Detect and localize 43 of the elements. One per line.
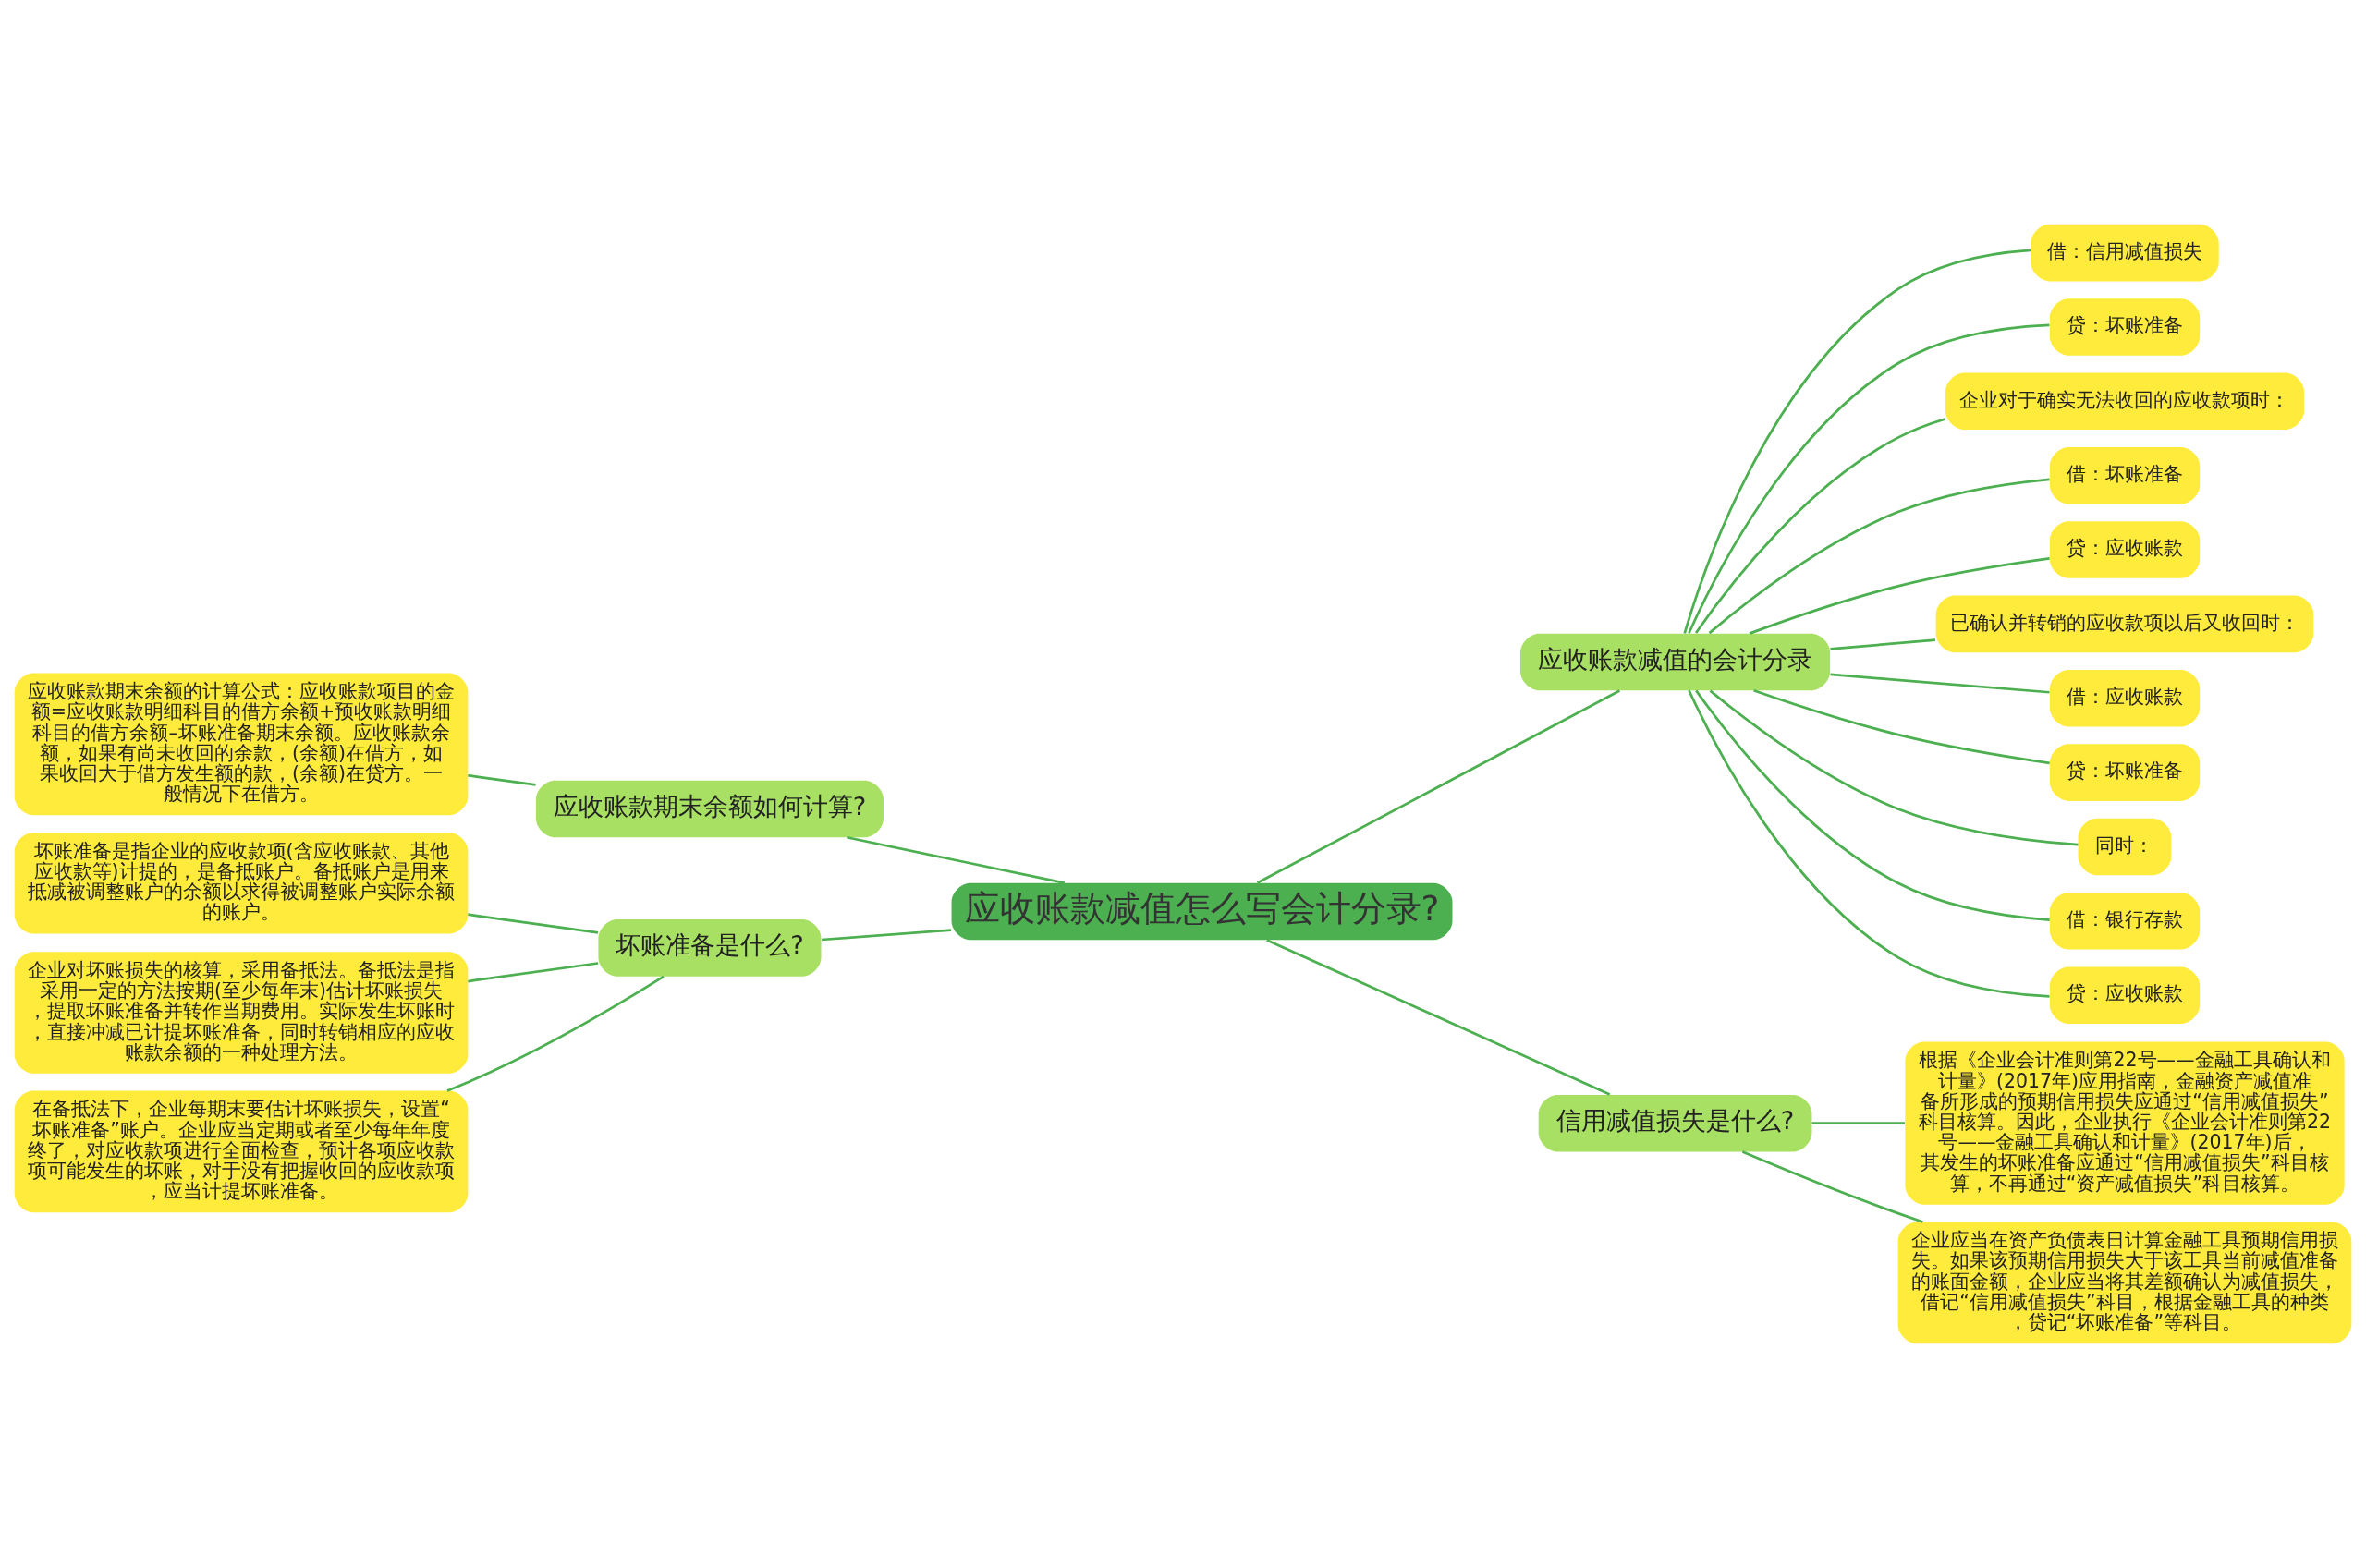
node-box: 借：坏账准备 — [2049, 446, 2201, 504]
node-box: 企业对于确实无法收回的应收款项时： — [1945, 372, 2305, 431]
node-box: 在备抵法下，企业每期末要估计坏账损失，设置“坏账准备”账户。企业应当定期或者至少每年年度终了，对应收款项进行全面检查，预计各项应收款项可能发生的坏账，对于没有把握收回的应收款项，应当计提坏账准备。 — [14, 1090, 469, 1213]
node-box: 应收账款期末余额的计算公式：应收账款项目的金额=应收账款明细科目的借方余额+预收账款明细科目的借方余额–坏账准备期末余额。应收账款余额，如果有尚未收回的余款，(余额)在借方，如果收回大于借方发生额的款，(余额)在贷方。一般情况下在借方。 — [14, 673, 469, 816]
connector — [468, 773, 536, 786]
node-box: 应收账款期末余额如何计算? — [535, 780, 884, 838]
node-box: 企业应当在资产负债表日计算金融工具预期信用损失。如果该预期信用损失大于该工具当前减值准备的账面金额，企业应当将其差额确认为减值损失，借记“信用减值损失”科目，根据金融工具的种类，贷记“坏账准备”等科目。 — [1897, 1222, 2352, 1344]
node-box: 应收账款减值的会计分录 — [1520, 633, 1831, 691]
connector — [1683, 249, 2031, 634]
node-box: 已确认并转销的应收款项以后又收回时： — [1935, 595, 2314, 653]
node-box: 企业对坏账损失的核算，采用备抵法。备抵法是指采用一定的方法按期(至少每年末)估计坏账损失，提取坏账准备并转作当期费用。实际发生坏账时，直接冲减已计提坏账准备，同时转销相应的应收账款余额的一种处理方法。 — [14, 952, 469, 1074]
node-box: 坏账准备是什么? — [598, 919, 822, 977]
connector — [821, 929, 952, 942]
node-box: 应收账款减值怎么写会计分录? — [951, 882, 1453, 941]
node-box: 贷：应收账款 — [2049, 521, 2201, 578]
connector — [1688, 323, 2050, 634]
connector — [847, 835, 1066, 885]
connector — [1753, 688, 2050, 765]
connector — [446, 975, 665, 1092]
connector — [1749, 557, 2050, 635]
node-box: 根据《企业会计准则第22号——金融工具确认和计量》(2017年)应用指南，金融资产减值准备所形成的预期信用损失应通过“信用减值损失”科目核算。因此，企业执行《企业会计准则第22号——金融工具确认和计量》(2017年)后，其发生的坏账准备应通过“信用减值损失”科目核算，不再通过“资产减值损失”科目核算。 — [1905, 1041, 2345, 1205]
node-box: 借：银行存款 — [2049, 893, 2201, 950]
connector — [1811, 1122, 1905, 1125]
connector — [1830, 673, 2050, 694]
connector — [1688, 689, 2050, 998]
connector — [1256, 689, 1621, 884]
node-box: 贷：坏账准备 — [2049, 298, 2201, 356]
connector — [1266, 939, 1611, 1096]
connector — [468, 913, 599, 934]
connector — [1694, 418, 1946, 634]
connector — [1695, 689, 2050, 921]
node-box: 坏账准备是指企业的应收款项(含应收账款、其他应收款等)计提的，是备抵账户。备抵账户是用来抵减被调整账户的余额以求得被调整账户实际余额的账户。 — [14, 833, 469, 934]
connector — [1708, 478, 2050, 635]
node-box: 贷：应收账款 — [2049, 966, 2201, 1024]
node-box: 信用减值损失是什么? — [1538, 1094, 1812, 1152]
connector — [1830, 638, 1936, 650]
connector — [1741, 1150, 1923, 1223]
connector — [468, 962, 599, 983]
node-box: 借：应收账款 — [2049, 669, 2201, 727]
node-box: 同时： — [2078, 818, 2172, 876]
node-box: 贷：坏账准备 — [2049, 744, 2201, 801]
connector — [1709, 689, 2079, 846]
node-box: 借：信用减值损失 — [2031, 224, 2219, 282]
